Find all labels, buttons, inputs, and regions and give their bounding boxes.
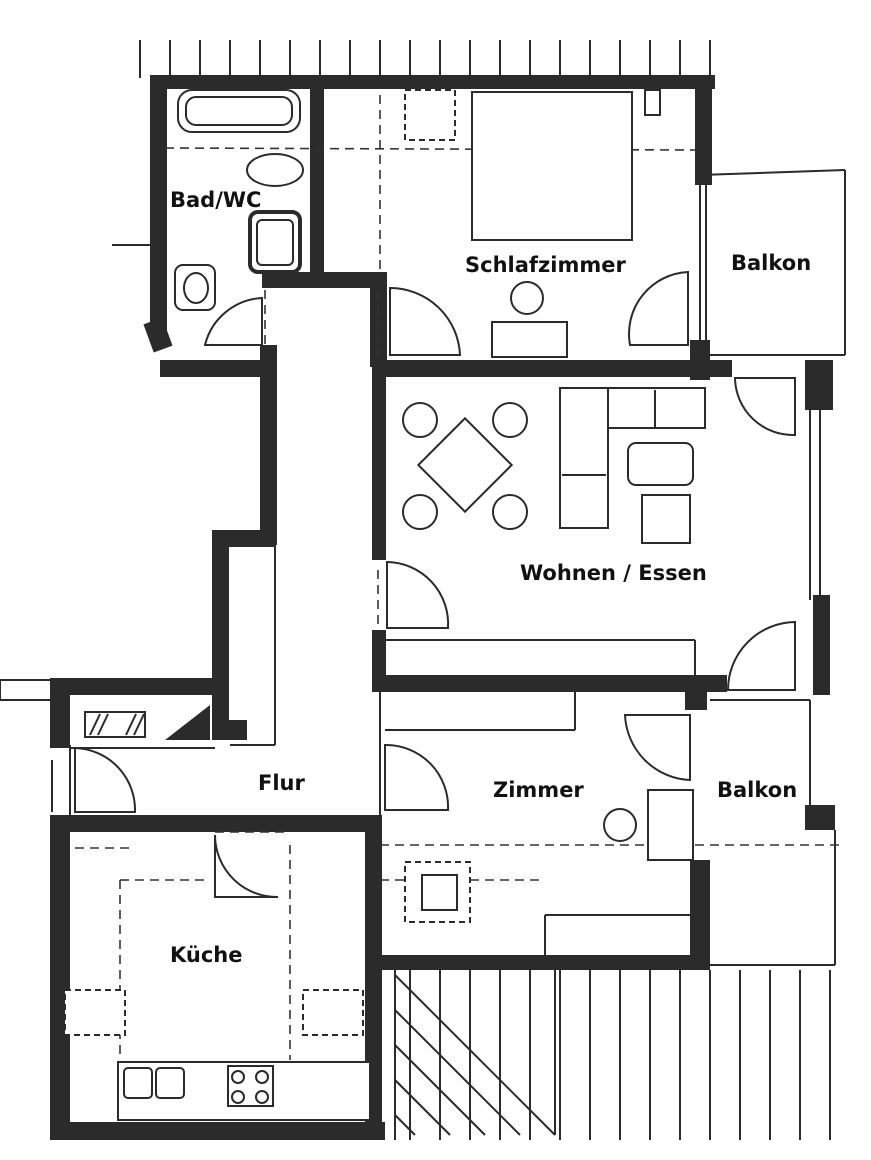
doors — [74, 270, 796, 899]
stairs — [394, 970, 831, 1140]
room-label-zimmer: Zimmer — [493, 778, 584, 802]
room-label-wohnen-essen: Wohnen / Essen — [520, 561, 707, 585]
furniture — [64, 89, 706, 1121]
outlines — [0, 95, 846, 966]
walls — [50, 75, 835, 1140]
room-label-kueche: Küche — [170, 943, 243, 967]
room-label-schlafzimmer: Schlafzimmer — [465, 253, 626, 277]
room-label-bad-wc: Bad/WC — [170, 188, 261, 212]
room-label-balkon-bottom: Balkon — [717, 778, 797, 802]
room-label-balkon-top: Balkon — [731, 251, 811, 275]
room-label-flur: Flur — [258, 771, 305, 795]
railing-top — [139, 40, 711, 78]
